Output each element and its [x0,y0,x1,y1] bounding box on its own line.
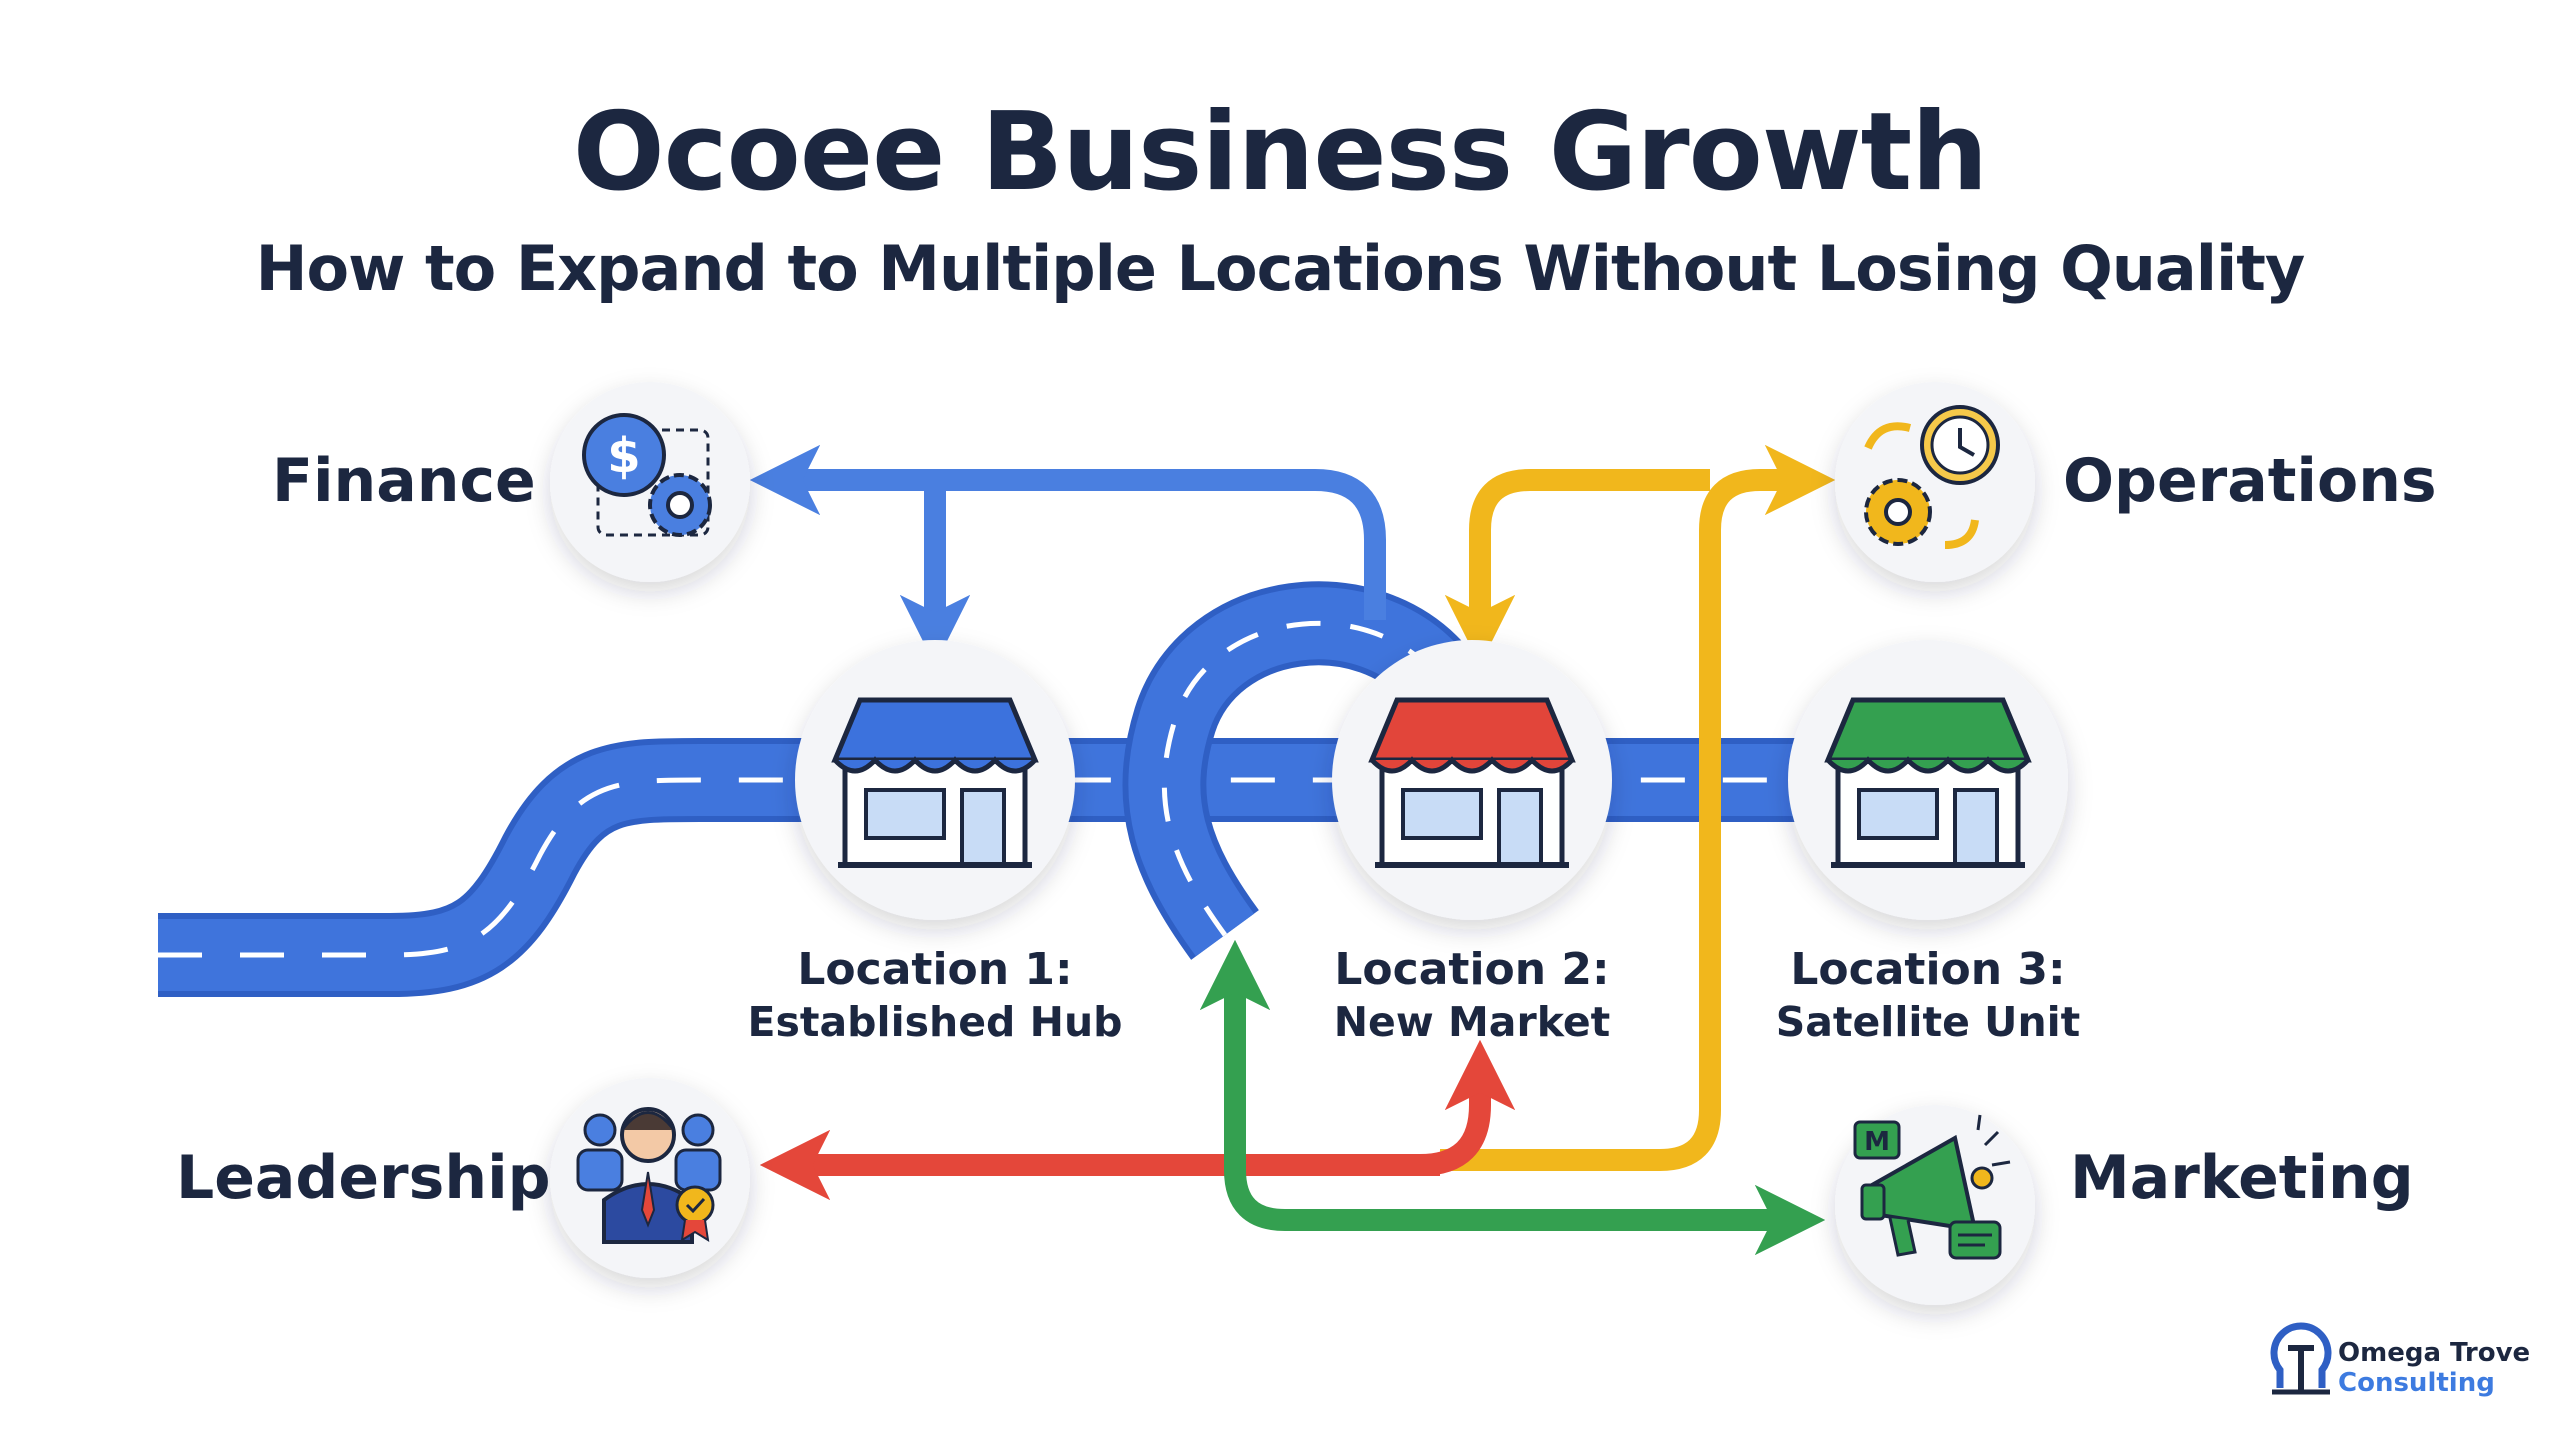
location-3-title: Location 3: [1790,944,2066,995]
location-2-caption: Location 2: New Market [1282,943,1662,1047]
location-1-title: Location 1: [797,944,1073,995]
store-green-icon [1824,697,2032,868]
location-node-2 [1332,640,1612,920]
operations-flow-arrow [1440,444,1836,1171]
brand-tagline: Consulting [2338,1368,2495,1398]
marketing-megaphone-icon: M [1853,1114,2011,1260]
leadership-flow-arrow [759,1039,1516,1201]
leadership-label: Leadership [176,1143,551,1213]
finance-gear-icon: $ [582,413,712,537]
brand-name: Omega Trove [2338,1338,2531,1368]
store-blue-icon [831,697,1039,868]
loop-road [1122,581,1474,960]
location-3-subtitle: Satellite Unit [1775,998,2081,1046]
finance-flow-arrow [749,444,1386,666]
store-red-icon [1368,697,1576,868]
operations-label: Operations [2063,446,2437,516]
page-title: Ocoee Business Growth [572,90,1988,215]
location-node-1 [795,640,1075,920]
location-3-caption: Location 3: Satellite Unit [1738,943,2118,1047]
operations-node [1835,382,2035,582]
location-2-title: Location 2: [1334,944,1610,995]
leadership-team-icon [576,1107,722,1244]
finance-label: Finance [272,446,536,516]
road-network [158,581,1800,997]
svg-text:M: M [1864,1127,1890,1157]
location-node-3 [1788,640,2068,920]
omega-trove-logo-icon [2270,1322,2332,1395]
marketing-label: Marketing [2070,1143,2414,1213]
location-1-caption: Location 1: Established Hub [745,943,1125,1047]
marketing-flow-arrow [1199,939,1826,1256]
location-1-subtitle: Established Hub [747,998,1123,1046]
main-road [158,738,1800,997]
location-2-subtitle: New Market [1333,998,1611,1046]
page-subtitle: How to Expand to Multiple Locations With… [255,232,2306,305]
operations-clock-gear-icon [1864,405,2000,549]
finance-node: $ [550,382,750,582]
leadership-node [550,1078,750,1278]
marketing-node: M [1835,1105,2035,1305]
svg-text:$: $ [607,428,640,484]
brand-block: Omega Trove Consulting [2268,1330,2531,1410]
